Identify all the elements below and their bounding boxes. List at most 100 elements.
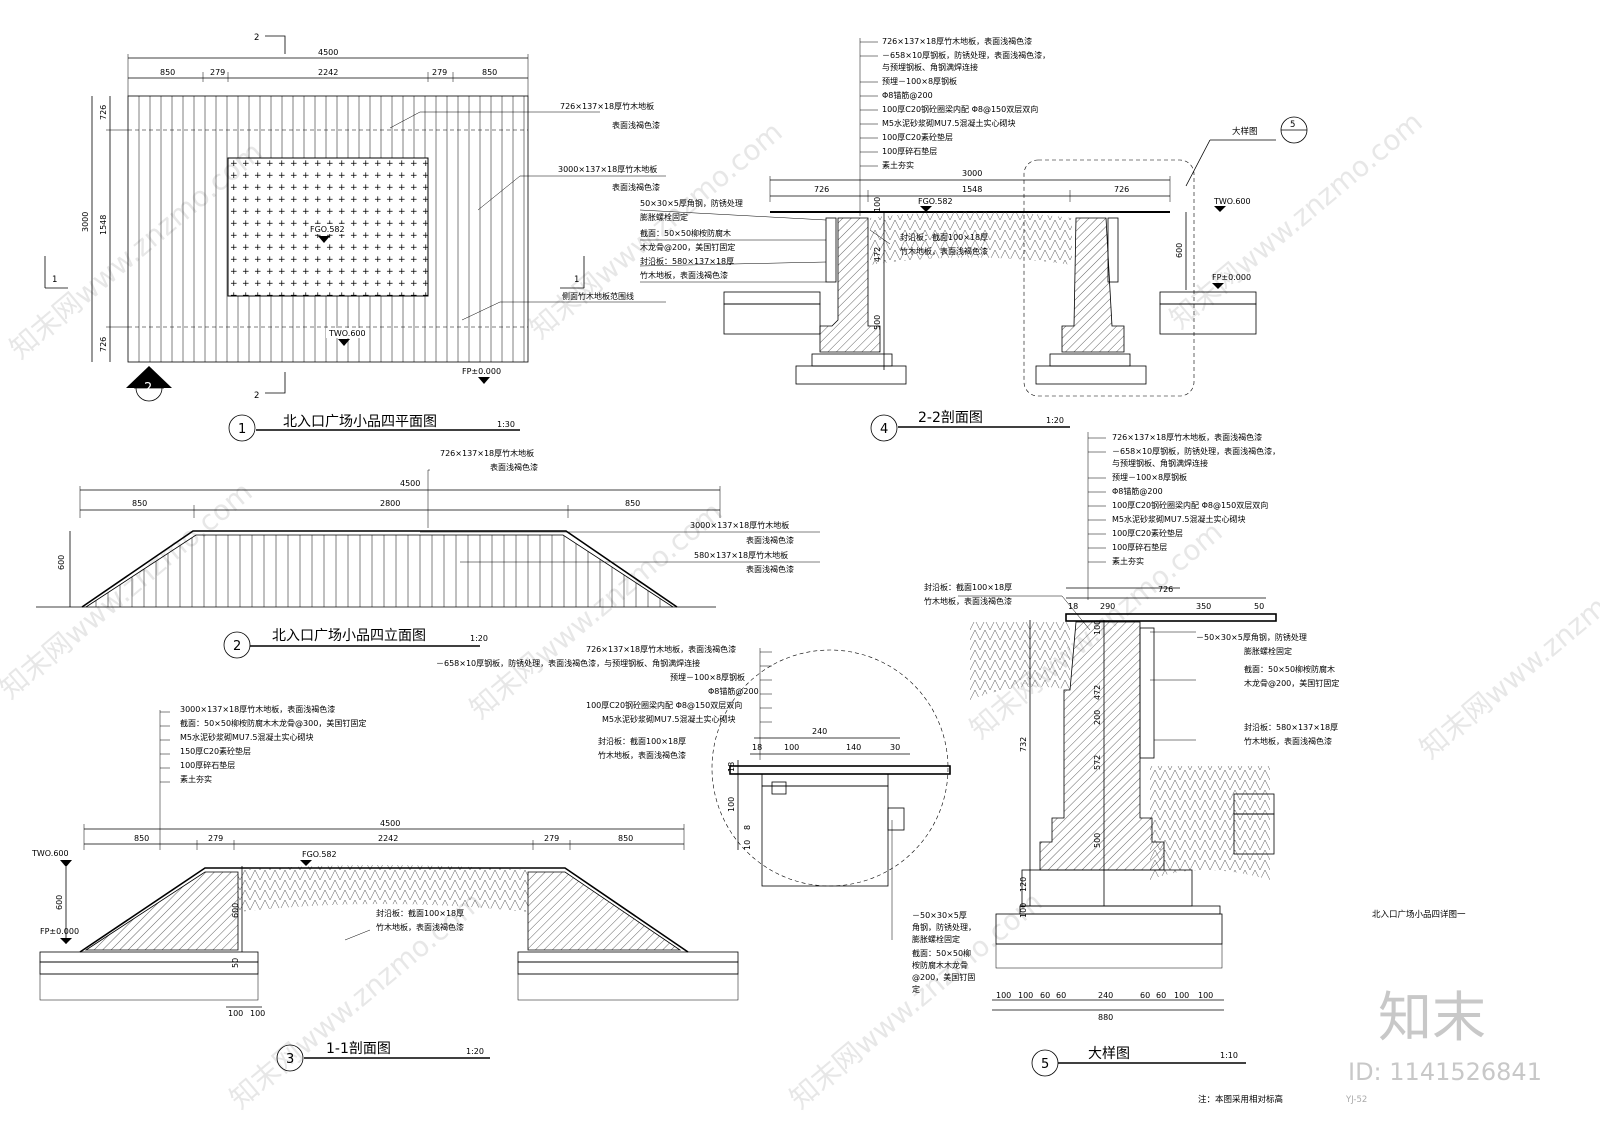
watermark-id: ID: 1141526841	[1348, 1058, 1542, 1086]
plan-note: 表面浅褐色漆	[612, 182, 660, 192]
dim: 120	[1019, 877, 1028, 892]
s22-left-note: 封沿板：580×137×18厚	[640, 256, 734, 266]
dim: 60	[1156, 991, 1166, 1000]
d5-note: 726×137×18厚竹木地板，表面浅褐色漆	[1112, 432, 1262, 442]
level-label: FGO.582	[918, 197, 953, 206]
sheet-title: 北入口广场小品四详图一	[1372, 909, 1466, 920]
dim-total: 726	[1158, 585, 1173, 594]
zoom-bottom-note: 桉防腐木木龙骨	[912, 960, 968, 970]
watermark-text: 知末网www.znzmo.com	[1163, 105, 1428, 335]
zoom-note: Φ8锚筋@200	[708, 686, 759, 696]
zoom-bottom-note: －50×30×5厚	[912, 911, 967, 920]
dim: 1548	[99, 215, 108, 235]
d5-note: 预埋－100×8厚钢板	[1112, 472, 1187, 482]
s22-note: 素土夯实	[882, 160, 914, 170]
soil-fill	[238, 865, 528, 912]
zoom-bottom-note: 定	[912, 984, 920, 994]
d5-note: 100厚C20钢砼圈梁内配 Φ8@150双层双向	[1112, 500, 1268, 510]
s22-note: 726×137×18厚竹木地板，表面浅褐色漆	[882, 36, 1032, 46]
dim-total: 4500	[318, 48, 338, 57]
dim: 200	[1093, 710, 1102, 725]
dim: 100	[873, 197, 882, 212]
deck-outline	[127, 95, 529, 363]
dim: 30	[890, 743, 900, 752]
dim: 8	[743, 825, 752, 830]
s22-left-note: 50×30×5厚角钢，防锈处理	[640, 198, 743, 208]
dim: 100	[250, 1009, 265, 1018]
dim: 850	[134, 834, 149, 843]
view-title: 1-1剖面图	[326, 1041, 391, 1057]
zoom-note: 100厚C20钢砼圈梁内配 Φ8@150双层双向	[586, 700, 742, 710]
dim: 600	[231, 903, 240, 918]
dim: 600	[1175, 243, 1184, 258]
s22-left-note: 木龙骨@200，美国钉固定	[640, 242, 735, 252]
dim-total: 240	[812, 727, 827, 736]
dim: 726	[99, 337, 108, 352]
dim: 600	[57, 555, 66, 570]
detail-callout-box	[1023, 159, 1195, 397]
dim: 240	[1098, 991, 1113, 1000]
view-scale: 1:20	[470, 634, 488, 643]
s22-mid-note: 竹木地板，表面浅褐色漆	[900, 246, 988, 256]
view-number-circle	[228, 414, 256, 442]
section-2-2-view: 726×137×18厚竹木地板，表面浅褐色漆 －658×10厚钢板，防锈处理，表…	[639, 36, 1308, 442]
s11-edge-note: 竹木地板，表面浅褐色漆	[376, 922, 464, 932]
zoom-bottom-note: 角钢，防锈处理，	[912, 922, 976, 932]
elev-note: 表面浅褐色漆	[746, 535, 794, 545]
dim: 1548	[962, 185, 982, 194]
level-label: FGO.582	[310, 225, 345, 234]
foundation-right	[527, 871, 682, 951]
elev-note: 表面浅褐色漆	[746, 564, 794, 574]
section-1-1-view: 3000×137×18厚竹木地板，表面浅褐色漆 截面：50×50柳桉防腐木木龙骨…	[31, 704, 739, 1072]
zoom-bottom-note: @200，美国钉固	[912, 972, 975, 982]
s22-left-note: 截面：50×50柳桉防腐木	[640, 228, 731, 238]
sheet-note: 注：本图采用相对标高	[1198, 1094, 1283, 1105]
d5-note: 100厚碎石垫层	[1112, 542, 1167, 552]
zoom-edge-note: 封沿板：截面100×18厚	[598, 736, 686, 746]
d5-right-note: 木龙骨@200，美国钉固定	[1244, 678, 1339, 688]
detail-ref-label: 大样图	[1232, 126, 1258, 137]
plan-note: 侧面竹木地板范围线	[562, 291, 634, 301]
d5-note: M5水泥砂浆砌MU7.5混凝土实心砌块	[1112, 514, 1245, 524]
dim: 500	[873, 315, 882, 330]
dim: 18	[1068, 602, 1078, 611]
level-label: FP±0.000	[462, 367, 501, 376]
zoom-note: －658×10厚钢板，防锈处理，表面浅褐色漆，与预埋钢板、角钢满焊连接	[436, 658, 700, 668]
s11-note: 3000×137×18厚竹木地板，表面浅褐色漆	[180, 704, 335, 714]
dim: 60	[1140, 991, 1150, 1000]
dim-total: 4500	[380, 819, 400, 828]
dim: 726	[1114, 185, 1129, 194]
d5-right-note: 膨胀螺栓固定	[1244, 646, 1292, 656]
s11-note: 150厚C20素砼垫层	[180, 746, 251, 756]
view-number: 5	[1041, 1057, 1049, 1072]
level-label: FP±0.000	[40, 927, 79, 936]
elev-note: 726×137×18厚竹木地板	[440, 448, 534, 458]
d5-right-note: －50×30×5厚角钢，防锈处理	[1196, 632, 1307, 642]
dim-total: 880	[1098, 1013, 1113, 1022]
dim: 726	[814, 185, 829, 194]
dim: 279	[210, 68, 225, 77]
watermark-logo: 知末	[1378, 986, 1486, 1049]
s22-mid-note: 封沿板：截面100×18厚	[900, 232, 988, 242]
level-label: TWO.600	[31, 849, 69, 858]
dim: 50	[231, 958, 240, 968]
view-scale: 1:20	[1046, 416, 1064, 425]
dim: 726	[99, 105, 108, 120]
watermark-text: 知末网www.znzmo.com	[1413, 535, 1600, 765]
detail-ref-no: 5	[1290, 120, 1295, 130]
view-number: 2	[233, 639, 241, 654]
zoom-edge-note: 竹木地板，表面浅褐色漆	[598, 750, 686, 760]
foundation-left	[84, 871, 239, 951]
dim: 140	[846, 743, 861, 752]
level-label: TWO.600	[1213, 197, 1251, 206]
view-number: 3	[286, 1052, 294, 1067]
dim: 472	[873, 247, 882, 262]
dim: 18	[752, 743, 762, 752]
zoom-note: 预埋－100×8厚钢板	[670, 672, 745, 682]
plan-note: 表面浅褐色漆	[612, 120, 660, 130]
dim: 60	[1056, 991, 1066, 1000]
elev-note: 580×137×18厚竹木地板	[694, 550, 788, 560]
s11-note: 素土夯实	[180, 774, 212, 784]
view-scale: 1:20	[466, 1047, 484, 1056]
